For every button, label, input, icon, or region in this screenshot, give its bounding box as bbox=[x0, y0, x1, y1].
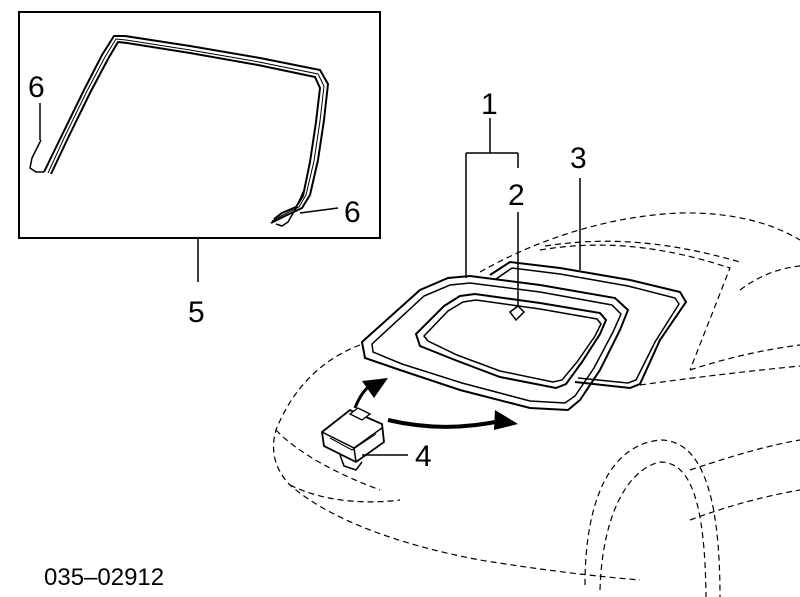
right-end-clip bbox=[275, 187, 306, 227]
leader-6-right bbox=[299, 207, 339, 214]
windshield-outer-inner bbox=[371, 282, 622, 404]
reference-code: 035–02912 bbox=[44, 564, 164, 591]
callout-5: 5 bbox=[188, 296, 205, 329]
arrow-right-head bbox=[494, 410, 518, 430]
sensor-module bbox=[321, 407, 385, 471]
callout-4: 4 bbox=[415, 440, 432, 473]
install-arrows bbox=[353, 378, 518, 430]
callout-1: 1 bbox=[481, 88, 498, 121]
mirror-base bbox=[508, 305, 526, 322]
molding-strip-inner bbox=[50, 40, 322, 220]
left-end-clip bbox=[29, 139, 44, 173]
callout-3: 3 bbox=[570, 142, 587, 175]
arrow-up-head bbox=[362, 378, 388, 398]
windshield-assembly bbox=[360, 260, 688, 412]
callout-2: 2 bbox=[508, 179, 525, 212]
dam-outer bbox=[489, 260, 688, 390]
car-body-outline bbox=[272, 212, 800, 597]
windshield-glass-edge bbox=[414, 292, 608, 390]
molding-strip-mid bbox=[47, 38, 325, 222]
callout-6-right: 6 bbox=[344, 196, 361, 229]
molding-strip-outer bbox=[43, 35, 330, 224]
dam-inner bbox=[495, 267, 680, 384]
callout-6-left: 6 bbox=[28, 71, 45, 104]
inset-detail: 6 6 bbox=[18, 11, 381, 239]
inset-frame bbox=[18, 11, 381, 239]
windshield-glass-edge-inner bbox=[423, 299, 602, 383]
windshield-outer bbox=[360, 274, 630, 412]
